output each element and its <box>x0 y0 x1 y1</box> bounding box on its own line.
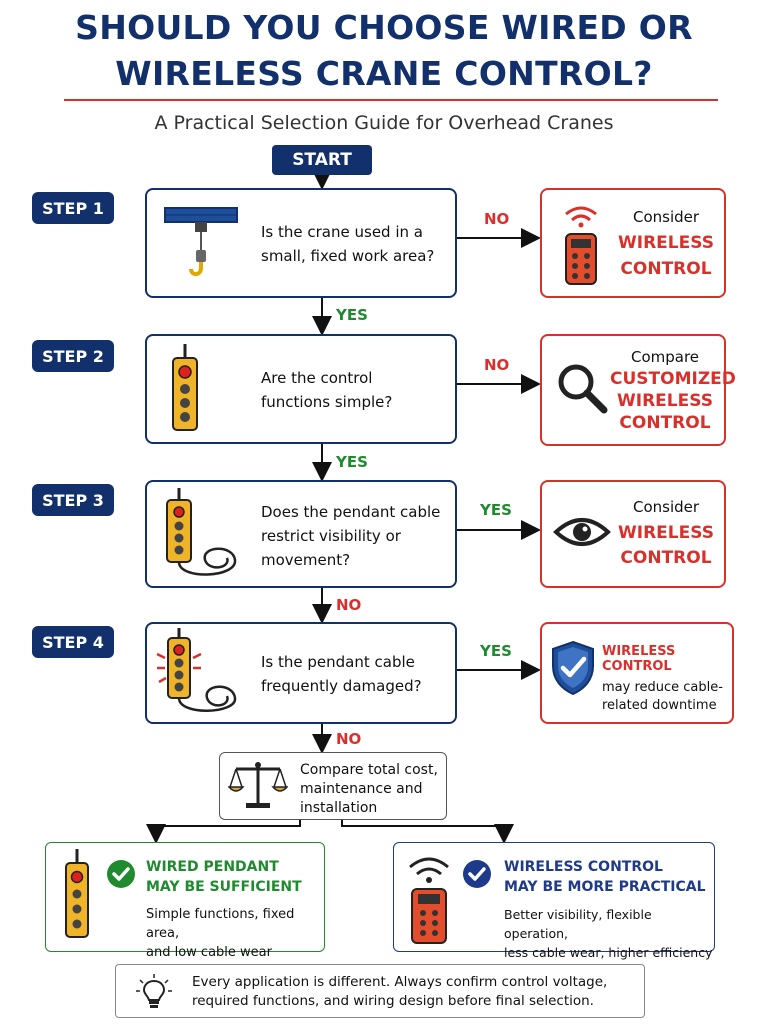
step-3-next-label: NO <box>336 596 362 614</box>
step-2-question-line: functions simple? <box>261 393 393 411</box>
pendant-with-cable-icon <box>157 488 247 584</box>
step-3-result-lead: Consider <box>632 498 700 516</box>
page-title-line1: SHOULD YOU CHOOSE WIRED OR <box>75 8 693 47</box>
scale-icon <box>227 759 289 815</box>
wired-outcome-body: and low cable wear <box>146 945 272 960</box>
step-4-result-detail: related downtime <box>602 698 717 713</box>
wireless-outcome-box: WIRELESS CONTROL MAY BE MORE PRACTICAL B… <box>393 842 715 960</box>
wireless-outcome-title: MAY BE MORE PRACTICAL <box>504 879 706 895</box>
step-3-badge: STEP 3 <box>32 484 114 516</box>
footer-note-line: required functions, and wiring design be… <box>192 993 594 1009</box>
step-1-question-line: small, fixed work area? <box>261 247 435 265</box>
blue-check-icon <box>462 859 492 893</box>
step-1-result-line: CONTROL <box>620 259 712 279</box>
shield-check-icon <box>550 640 596 700</box>
step-3-result-box: Consider WIRELESS CONTROL <box>540 480 726 588</box>
step-1-result-box: Consider WIRELESS CONTROL <box>540 188 726 298</box>
wireless-outcome-body: Better visibility, flexible operation, <box>504 907 652 941</box>
compare-box: Compare total cost, maintenance and inst… <box>219 752 447 820</box>
step-4-question-line: frequently damaged? <box>261 677 422 695</box>
step-1-question-box: Is the crane used in a small, fixed work… <box>145 188 457 298</box>
step-3-result-line: WIRELESS <box>618 523 714 543</box>
wireless-remote-icon <box>558 200 604 290</box>
step-2-result-box: Compare CUSTOMIZED WIRELESS CONTROL <box>540 334 736 446</box>
step-4-branch-label: YES <box>480 642 512 660</box>
step-3-question-line: restrict visibility or <box>261 527 401 545</box>
damaged-pendant-icon <box>151 628 247 722</box>
green-check-icon <box>106 859 136 893</box>
step-3-result-line: CONTROL <box>620 548 712 568</box>
compare-line: maintenance and <box>300 781 423 797</box>
footer-note-line: Every application is different. Always c… <box>192 974 608 990</box>
compare-line: Compare total cost, <box>300 762 438 778</box>
pendant-icon <box>169 344 201 438</box>
step-1-question-line: Is the crane used in a <box>261 223 423 241</box>
wireless-remote-icon <box>402 851 456 949</box>
step-4-result-detail: may reduce cable- <box>602 680 723 695</box>
step-1-next-label: YES <box>336 306 368 324</box>
wired-outcome-body: Simple functions, fixed area, <box>146 907 295 941</box>
eye-icon <box>552 512 612 556</box>
step-1-badge: STEP 1 <box>32 192 114 224</box>
title-divider <box>64 99 718 101</box>
wireless-outcome-body: less cable wear, higher efficiency <box>504 945 713 960</box>
wired-outcome-box: WIRED PENDANT MAY BE SUFFICIENT Simple f… <box>45 842 325 960</box>
page-title-line2: WIRELESS CRANE CONTROL? <box>115 54 653 93</box>
step-2-badge: STEP 2 <box>32 340 114 372</box>
step-2-result-line: CONTROL <box>619 413 711 433</box>
step-1-result-line: WIRELESS <box>618 233 714 253</box>
step-3-question-line: Does the pendant cable <box>261 503 441 521</box>
start-node: START <box>272 145 372 175</box>
wired-outcome-title: WIRED PENDANT <box>146 859 279 875</box>
pendant-icon <box>62 849 92 945</box>
step-2-result-line: WIRELESS <box>617 391 713 411</box>
step-2-question-line: Are the control <box>261 369 373 387</box>
footer-note: Every application is different. Always c… <box>115 964 645 1018</box>
step-3-question-line: movement? <box>261 551 351 569</box>
step-4-next-label: NO <box>336 730 362 748</box>
wired-outcome-title: MAY BE SUFFICIENT <box>146 879 302 895</box>
wireless-outcome-title: WIRELESS CONTROL <box>504 859 663 875</box>
step-2-result-line: CUSTOMIZED <box>610 369 736 389</box>
step-4-badge: STEP 4 <box>32 626 114 658</box>
page-subtitle: A Practical Selection Guide for Overhead… <box>154 112 614 134</box>
lightbulb-icon <box>134 973 174 1013</box>
step-1-branch-label: NO <box>484 210 510 228</box>
step-3-question-box: Does the pendant cable restrict visibili… <box>145 480 457 588</box>
step-4-question-box: Is the pendant cable frequently damaged? <box>145 622 457 724</box>
step-4-result-box: WIRELESS CONTROL may reduce cable- relat… <box>540 622 734 724</box>
crane-hook-icon <box>161 202 241 288</box>
compare-line: installation <box>300 800 378 816</box>
step-4-result-line: WIRELESS CONTROL <box>602 644 676 674</box>
step-2-result-lead: Compare <box>630 348 700 366</box>
step-2-next-label: YES <box>336 453 368 471</box>
step-2-question-box: Are the control functions simple? <box>145 334 457 444</box>
magnifier-icon <box>554 360 610 420</box>
step-2-branch-label: NO <box>484 356 510 374</box>
step-3-branch-label: YES <box>480 501 512 519</box>
step-4-question-line: Is the pendant cable <box>261 653 415 671</box>
step-1-result-lead: Consider <box>632 208 700 226</box>
